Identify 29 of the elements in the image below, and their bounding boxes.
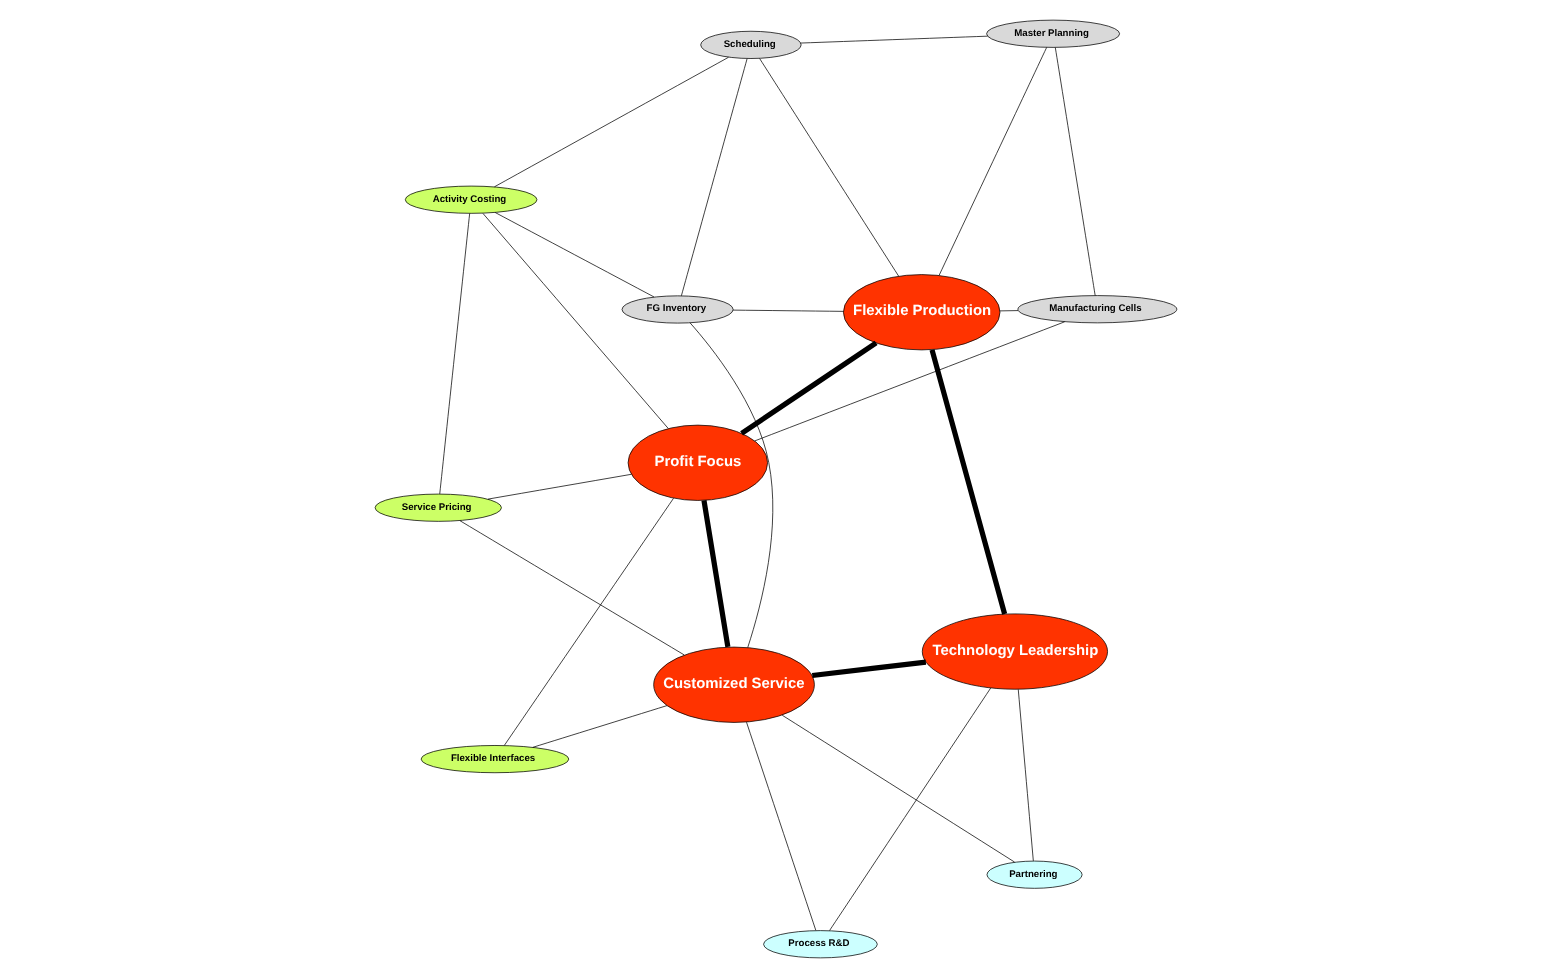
connector	[482, 213, 669, 429]
connector	[494, 56, 729, 188]
node-ellipse: Technology Leadership	[921, 613, 1108, 690]
connector	[532, 705, 668, 748]
connector	[487, 473, 632, 500]
connector	[439, 213, 471, 495]
connector	[759, 58, 900, 277]
connector	[459, 520, 685, 656]
connector	[689, 322, 774, 648]
node-ellipse: Flexible Production	[843, 274, 1001, 351]
connector	[829, 687, 992, 931]
connector	[1054, 47, 1096, 296]
connector	[811, 659, 927, 679]
connector	[1017, 689, 1034, 862]
connector	[740, 340, 878, 436]
connector	[800, 35, 988, 44]
connector	[938, 47, 1048, 276]
connector	[681, 58, 748, 297]
connector	[781, 714, 1015, 863]
node-ellipse: Profit Focus	[627, 424, 768, 501]
connector	[754, 321, 1066, 442]
node-ellipse: Customized Service	[653, 646, 815, 723]
connector	[929, 349, 1008, 615]
connector	[732, 309, 844, 312]
connector	[701, 500, 731, 648]
connector	[494, 212, 655, 298]
connector	[999, 310, 1019, 312]
connector	[746, 721, 817, 931]
connector	[504, 497, 674, 746]
